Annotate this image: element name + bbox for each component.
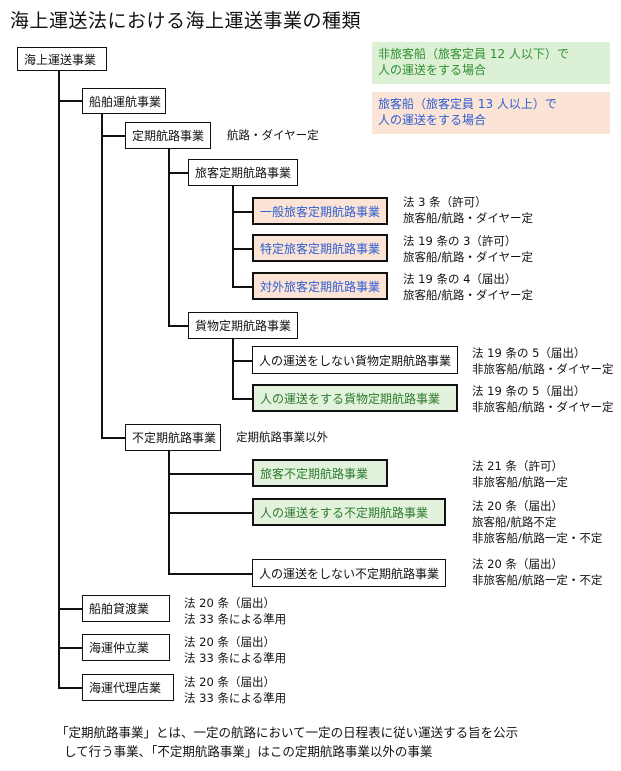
note-ippan-line-1: 法 3 条（許可） [403,195,487,209]
note-tokutei: 法 19 条の 3（許可） 旅客船/航路・ダイヤー定 [403,233,533,265]
node-nakadachi: 海運仲立業 [82,634,170,661]
note-futeiki-person-line-2: 旅客船/航路不定 [472,515,557,529]
connector-sempaku-trunk [101,114,103,438]
node-futeiki-no-person: 人の運送をしない不定期航路事業 [252,559,446,587]
note-ryokyaku-futeiki-line-2: 非旅客船/航路一定 [472,475,568,489]
connector-to-taigai [232,286,252,288]
note-tokutei-line-2: 旅客船/航路・ダイヤー定 [403,250,534,264]
node-root: 海上運送事業 [17,47,107,71]
connector-to-ryokyaku-futeiki [168,473,252,475]
note-ippan-line-2: 旅客船/航路・ダイヤー定 [403,211,534,225]
connector-to-dairiten [58,687,82,689]
node-kamotsu-no-person: 人の運送をしない貨物定期航路事業 [252,346,458,374]
legend-green: 非旅客船（旅客定員 12 人以下）で 人の運送をする場合 [372,42,610,84]
note-kamotsu-person-line-2: 非旅客船/航路・ダイヤー定 [472,400,614,414]
note-futeiki-person-line-3: 非旅客船/航路一定・不定 [472,531,603,545]
node-futeiki-note: 定期航路事業以外 [236,430,328,444]
note-taigai-line-1: 法 19 条の 4（届出） [403,272,517,286]
node-ryokyaku-futeiki: 旅客不定期航路事業 [252,459,388,487]
legend-pink-line-2: 人の運送をする場合 [378,113,487,127]
note-ippan: 法 3 条（許可） 旅客船/航路・ダイヤー定 [403,194,533,226]
note-dairiten: 法 20 条（届出） 法 33 条による準用 [184,674,286,706]
footer-line-2: して行う事業、「不定期航路事業」はこの定期航路事業以外の事業 [64,744,433,759]
node-dairiten: 海運代理店業 [82,674,174,701]
connector-ryokyaku-trunk [232,186,234,287]
note-kashiwatashi-line-2: 法 33 条による準用 [184,612,287,626]
note-kamotsu-person: 法 19 条の 5（届出） 非旅客船/航路・ダイヤー定 [472,383,614,415]
note-taigai: 法 19 条の 4（届出） 旅客船/航路・ダイヤー定 [403,271,533,303]
connector-to-sempaku [58,100,82,102]
note-futeiki-no-person-line-2: 非旅客船/航路一定・不定 [472,573,603,587]
connector-to-futeiki-person [168,512,252,514]
connector-to-kamotsu-person [232,398,252,400]
connector-to-ryokyaku-teiki [168,172,188,174]
note-ryokyaku-futeiki-line-1: 法 21 条（許可） [472,459,563,473]
page-title: 海上運送法における海上運送事業の種類 [10,10,362,32]
node-kashiwatashi: 船舶貸渡業 [82,595,170,622]
connector-to-nakadachi [58,647,82,649]
note-futeiki-no-person: 法 20 条（届出） 非旅客船/航路一定・不定 [472,556,602,588]
note-kashiwatashi-line-1: 法 20 条（届出） [184,596,275,610]
footer-text: 「定期航路事業」とは、一定の航路において一定の日程表に従い運送する旨を公示 して… [56,723,616,761]
note-tokutei-line-1: 法 19 条の 3（許可） [403,234,517,248]
note-kamotsu-no-person-line-2: 非旅客船/航路・ダイヤー定 [472,362,614,376]
note-kamotsu-no-person-line-1: 法 19 条の 5（届出） [472,346,586,360]
node-teiki: 定期航路事業 [125,122,211,149]
note-nakadachi: 法 20 条（届出） 法 33 条による準用 [184,634,286,666]
connector-to-teiki [101,135,125,137]
note-dairiten-line-1: 法 20 条（届出） [184,675,275,689]
node-futeiki-person: 人の運送をする不定期航路事業 [252,498,446,526]
connector-to-futeiki-no-person [168,573,252,575]
connector-to-futeiki [101,437,125,439]
footer-line-1: 「定期航路事業」とは、一定の航路において一定の日程表に従い運送する旨を公示 [56,725,519,740]
node-kamotsu: 貨物定期航路事業 [188,312,298,339]
note-dairiten-line-2: 法 33 条による準用 [184,691,287,705]
connector-to-ippan [232,211,252,213]
node-teiki-note: 航路・ダイヤー定 [227,128,319,142]
node-sempaku: 船舶運航事業 [82,88,166,114]
note-futeiki-no-person-line-1: 法 20 条（届出） [472,557,563,571]
legend-green-line-1: 非旅客船（旅客定員 12 人以下）で [378,47,569,61]
note-futeiki-person-line-1: 法 20 条（届出） [472,499,563,513]
node-ryokyaku-teiki: 旅客定期航路事業 [188,159,298,186]
connector-to-kashiwatashi [58,608,82,610]
legend-pink-line-1: 旅客船（旅客定員 13 人以上）で [378,97,557,111]
note-kamotsu-person-line-1: 法 19 条の 5（届出） [472,384,586,398]
note-kashiwatashi: 法 20 条（届出） 法 33 条による準用 [184,595,286,627]
node-tokutei: 特定旅客定期航路事業 [252,234,388,262]
connector-to-kamotsu [168,325,188,327]
note-taigai-line-2: 旅客船/航路・ダイヤー定 [403,288,534,302]
note-ryokyaku-futeiki: 法 21 条（許可） 非旅客船/航路一定 [472,458,568,490]
legend-pink: 旅客船（旅客定員 13 人以上）で 人の運送をする場合 [372,92,610,134]
connector-root-trunk [58,70,60,688]
note-futeiki-person: 法 20 条（届出） 旅客船/航路不定 非旅客船/航路一定・不定 [472,498,602,546]
note-kamotsu-no-person: 法 19 条の 5（届出） 非旅客船/航路・ダイヤー定 [472,345,614,377]
node-futeiki: 不定期航路事業 [125,424,221,451]
node-kamotsu-person: 人の運送をする貨物定期航路事業 [252,384,458,412]
connector-to-tokutei [232,248,252,250]
connector-to-kamotsu-no-person [232,360,252,362]
note-nakadachi-line-1: 法 20 条（届出） [184,635,275,649]
legend-green-line-2: 人の運送をする場合 [378,63,487,77]
connector-teiki-trunk [168,149,170,325]
node-taigai: 対外旅客定期航路事業 [252,272,388,300]
note-nakadachi-line-2: 法 33 条による準用 [184,651,287,665]
connector-kamotsu-trunk [232,339,234,398]
node-ippan: 一般旅客定期航路事業 [252,197,388,225]
